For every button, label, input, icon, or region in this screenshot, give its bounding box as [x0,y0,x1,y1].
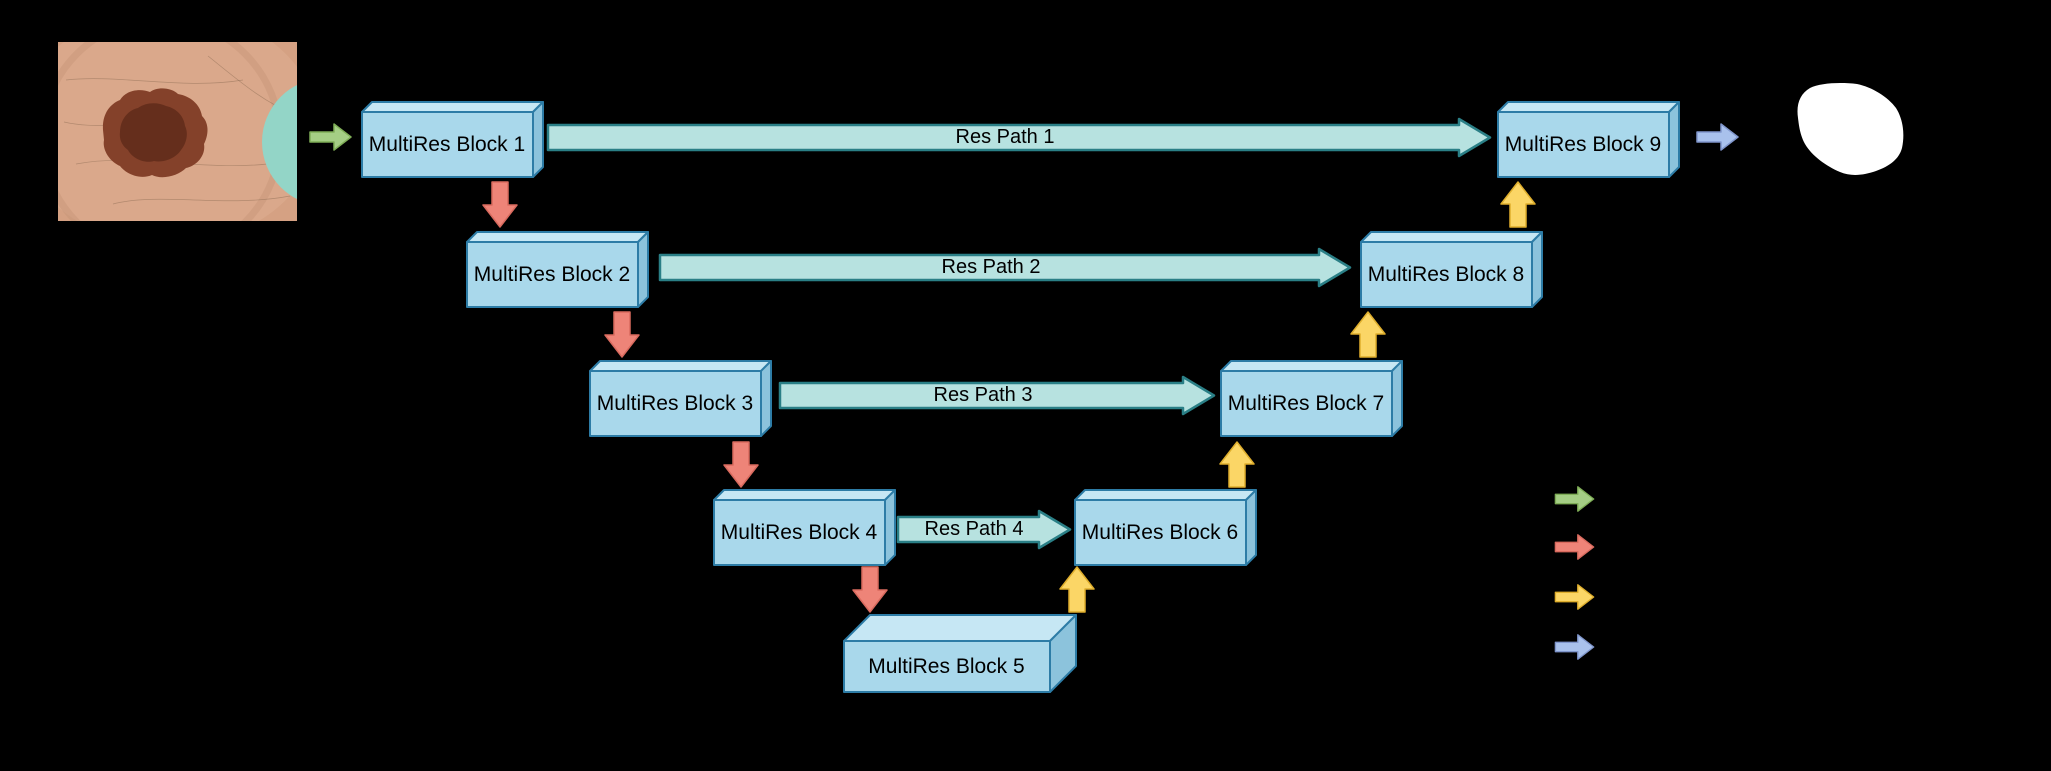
multires-block-1: MultiRes Block 1 [361,100,544,179]
block-label: MultiRes Block 4 [720,520,878,544]
input-arrow-icon [309,122,352,152]
legend-blue-arrow-icon [1554,633,1595,661]
output-segmentation-mask [1760,42,1999,221]
block-label: MultiRes Block 6 [1081,520,1239,544]
res-path-1-arrow: Res Path 1 [546,117,1492,158]
multires-block-7: MultiRes Block 7 [1220,359,1403,438]
upsample-arrow-3-icon [1350,311,1386,358]
downsample-arrow-2-icon [604,311,640,358]
block-label: MultiRes Block 5 [868,654,1025,678]
multires-block-3: MultiRes Block 3 [589,359,772,438]
input-image [58,42,297,221]
res-path-label: Res Path 4 [924,518,1024,540]
res-path-3-arrow: Res Path 3 [778,375,1216,416]
upsample-arrow-4-icon [1500,181,1536,228]
legend-green-arrow-icon [1554,485,1595,513]
block-label: MultiRes Block 9 [1504,132,1662,156]
downsample-arrow-3-icon [723,441,759,488]
downsample-arrow-1-icon [482,181,518,228]
block-label: MultiRes Block 8 [1367,262,1525,286]
downsample-arrow-4-icon [852,566,888,613]
output-arrow-icon [1696,122,1739,152]
legend-red-arrow-icon [1554,533,1595,561]
res-path-label: Res Path 3 [933,384,1033,406]
block-label: MultiRes Block 7 [1227,391,1385,415]
res-path-2-arrow: Res Path 2 [658,247,1352,288]
multires-block-8: MultiRes Block 8 [1360,230,1543,309]
multires-block-2: MultiRes Block 2 [466,230,649,309]
res-path-4-arrow: Res Path 4 [896,509,1072,550]
legend [1554,485,1755,665]
res-path-label: Res Path 2 [941,256,1041,278]
multires-block-9: MultiRes Block 9 [1497,100,1680,179]
upsample-arrow-1-icon [1059,566,1095,613]
block-label: MultiRes Block 3 [596,391,754,415]
res-path-label: Res Path 1 [955,126,1055,148]
skin-lesion-photo-icon [58,42,297,221]
upsample-arrow-2-icon [1219,441,1255,488]
legend-yellow-arrow-icon [1554,583,1595,611]
multires-block-6: MultiRes Block 6 [1074,488,1257,567]
block-label: MultiRes Block 2 [473,262,631,286]
block-label: MultiRes Block 1 [368,132,526,156]
multires-block-4: MultiRes Block 4 [713,488,896,567]
segmentation-mask-icon [1760,42,1999,221]
multires-block-5: MultiRes Block 5 [843,613,1077,693]
